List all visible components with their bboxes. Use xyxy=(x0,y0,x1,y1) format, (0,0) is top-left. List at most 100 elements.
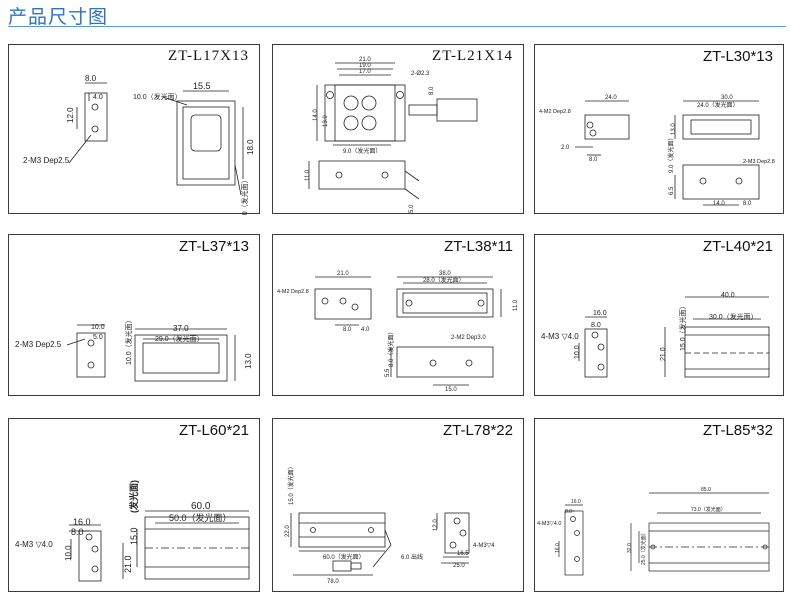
hole-callout: 4-M3 ▽4.0 xyxy=(541,332,579,341)
dim-label: 16.0 xyxy=(555,543,561,553)
hole-callout: 2-M3 Dep2.5 xyxy=(15,340,62,349)
dim-label: 8.0 xyxy=(85,74,97,83)
dim-label: 40.0 xyxy=(721,292,735,299)
dim-label: 18.0 xyxy=(246,139,255,155)
drawing-panel-zt-l37x13: ZT-L37*13 10.0 5.0 2-M3 Dep2.5 37.0 29.0… xyxy=(8,234,260,396)
dim-label: 8.0 xyxy=(565,509,572,515)
dimension-drawing: 15.0（发光面） 22.0 60.0（发光面） 6.0 出线 78.0 12.… xyxy=(285,463,495,585)
dim-label: 4.0 xyxy=(361,327,370,333)
dim-label: 60.0（发光面） xyxy=(323,553,365,561)
hole-callout: 4-M3 ▽4.0 xyxy=(15,540,53,549)
dim-label: 30.0 xyxy=(721,95,733,101)
dim-label: 21.0 xyxy=(660,347,667,361)
emit-label: 10.0（发光面） xyxy=(133,92,182,101)
dim-label: 73.0（发光面） xyxy=(691,506,726,513)
dim-label: 16.0 xyxy=(73,517,91,527)
dim-label: 9.0（发光面） xyxy=(667,135,675,173)
emit-label: 15.0（发光面） xyxy=(240,176,249,215)
dim-label: 11.0 xyxy=(513,299,519,311)
title-divider xyxy=(8,26,786,27)
dim-label: 24.0 xyxy=(605,95,617,101)
drawing-panel-zt-l21x14: ZT-L21X14 21.0 19.0 17.0 2-Ø2.3 14.0 xyxy=(272,44,524,214)
dim-label: 29.0（发光面） xyxy=(155,334,204,343)
dimension-drawing: 16.0 8.0 4-M3 ▽4.0 10.0 15.0（发光面） 40.0 3… xyxy=(541,292,770,378)
dim-label: 8.0（发光面） xyxy=(387,329,395,367)
dim-label: 16.0 xyxy=(593,310,607,317)
drawing-panel-zt-l85x32: ZT-L85*32 16.0 8.0 4-M3▽4.0 16.0 32.0 25… xyxy=(534,418,784,592)
hole-callout: 2-Ø2.3 xyxy=(411,71,430,77)
dim-label: 6.0 出线 xyxy=(401,553,423,561)
model-name: ZT-L60*21 xyxy=(178,422,249,439)
dimension-drawing: 24.0 4-M2 Dep2.8 2.0 8.0 30.0 24.0（发光面） … xyxy=(539,95,775,207)
dim-label: 16.0 xyxy=(571,499,581,505)
dim-label: 10.0 xyxy=(64,545,73,561)
dim-label: 15.0 xyxy=(129,527,139,545)
dim-label: 8.0 xyxy=(71,527,84,537)
model-name: ZT-L85*32 xyxy=(702,422,773,439)
model-name: ZT-L40*21 xyxy=(702,238,773,255)
dimension-drawing: 10.0 5.0 2-M3 Dep2.5 37.0 29.0（发光面） 10.0… xyxy=(15,316,253,382)
dim-label: 12.0 xyxy=(433,519,439,531)
dim-label: 21.0 xyxy=(123,555,133,573)
dim-label: 13.0 xyxy=(244,353,253,369)
dim-label: 19.0 xyxy=(359,63,371,69)
page-title: 产品尺寸图 xyxy=(8,6,109,28)
dim-label: 21.0 xyxy=(359,57,371,63)
dimension-drawing: 21.0 4-M2 Dep2.8 8.0 4.0 38.0 28.0（发光面） … xyxy=(277,271,519,393)
dim-label: 10.0 xyxy=(91,324,105,331)
hole-callout: 2-M3 Dep2.5 xyxy=(23,156,70,165)
dim-label: 38.0 xyxy=(439,271,451,277)
hole-callout: 4-M3▽4 xyxy=(473,543,495,549)
dim-label: 10.0（发光面） xyxy=(124,316,133,365)
dim-label: 60.0 xyxy=(191,501,211,512)
dim-label: 22.0 xyxy=(285,525,291,537)
dim-label: 8.0 xyxy=(743,201,752,207)
model-name: ZT-L78*22 xyxy=(442,422,513,439)
dim-label: 5.5 xyxy=(385,368,391,377)
dim-label: 25.0（发光面） xyxy=(640,530,647,565)
dim-label: 8.0 xyxy=(589,157,598,163)
drawing-panel-zt-l38x11: ZT-L38*11 21.0 4-M2 Dep2.8 8.0 4.0 38.0 … xyxy=(272,234,524,396)
dim-label: 24.0（发光面） xyxy=(697,101,739,109)
dimension-drawing: 16.0 8.0 4-M3 ▽4.0 10.0 15.0 (发光面) 60.0 … xyxy=(15,480,250,582)
dim-label: 14.0 xyxy=(713,201,725,207)
emit-label: (发光面) xyxy=(128,480,139,513)
emit-label: 15.0（发光面） xyxy=(287,463,295,505)
dim-label: 32.0 xyxy=(627,543,633,553)
dim-label: 50.0（发光面） xyxy=(169,512,232,523)
dim-label: 15.0（发光面） xyxy=(678,302,687,351)
drawing-panel-zt-l40x21: ZT-L40*21 16.0 8.0 4-M3 ▽4.0 10.0 15.0（发… xyxy=(534,234,784,396)
hole-callout: 2-M2 Dep3.0 xyxy=(451,335,486,341)
hole-callout: 4-M2 Dep2.8 xyxy=(277,289,309,295)
dim-label: 15.0 xyxy=(445,387,457,393)
dim-label: 13.0 xyxy=(323,115,329,127)
hole-callout: 4-M2 Dep2.8 xyxy=(539,109,571,115)
model-name: ZT-L37*13 xyxy=(178,238,249,255)
drawing-panel-zt-l17x13: ZT-L17X13 8.0 4.0 12.0 2-M3 Dep2.5 15.5 … xyxy=(8,44,260,215)
dim-label: 21.0 xyxy=(337,271,349,277)
dim-label: 17.0 xyxy=(359,69,371,75)
dim-label: 11.0 xyxy=(305,169,311,181)
dim-label: 85.0 xyxy=(701,487,711,493)
dim-label: 30.0（发光面） xyxy=(709,312,758,321)
drawing-panel-zt-l30x13: ZT-L30*13 24.0 4-M2 Dep2.8 2.0 8.0 30.0 … xyxy=(534,44,784,214)
dim-label: 8.0 xyxy=(429,86,435,95)
dim-label: 8.0 xyxy=(343,327,352,333)
dim-label: 37.0 xyxy=(173,324,189,333)
dim-label: 8.0 xyxy=(591,322,601,329)
dimension-drawing: 16.0 8.0 4-M3▽4.0 16.0 32.0 25.0（发光面） 85… xyxy=(537,487,770,576)
drawing-panel-zt-l78x22: ZT-L78*22 15.0（发光面） 22.0 60.0（发光面） 6.0 出… xyxy=(272,418,524,592)
dim-label: 5.0 xyxy=(409,204,415,213)
dim-label: 12.0 xyxy=(66,107,75,123)
dim-label: 5.0 xyxy=(93,334,103,341)
dim-label: 9.0（发光面） xyxy=(343,147,381,155)
dim-label: 15.5 xyxy=(193,81,211,91)
drawing-panel-zt-l60x21: ZT-L60*21 16.0 8.0 4-M3 ▽4.0 10.0 15.0 (… xyxy=(8,418,260,592)
model-name: ZT-L21X14 xyxy=(432,48,513,64)
dimension-drawing: 21.0 19.0 17.0 2-Ø2.3 14.0 13.0 8.0 9.0（… xyxy=(305,57,478,213)
dim-label: 14.0 xyxy=(313,109,319,121)
dim-label: 6.5 xyxy=(669,186,675,195)
dim-label: 78.0 xyxy=(327,579,339,585)
model-name: ZT-L30*13 xyxy=(702,48,773,65)
dim-label: 28.0（发光面） xyxy=(423,276,465,284)
